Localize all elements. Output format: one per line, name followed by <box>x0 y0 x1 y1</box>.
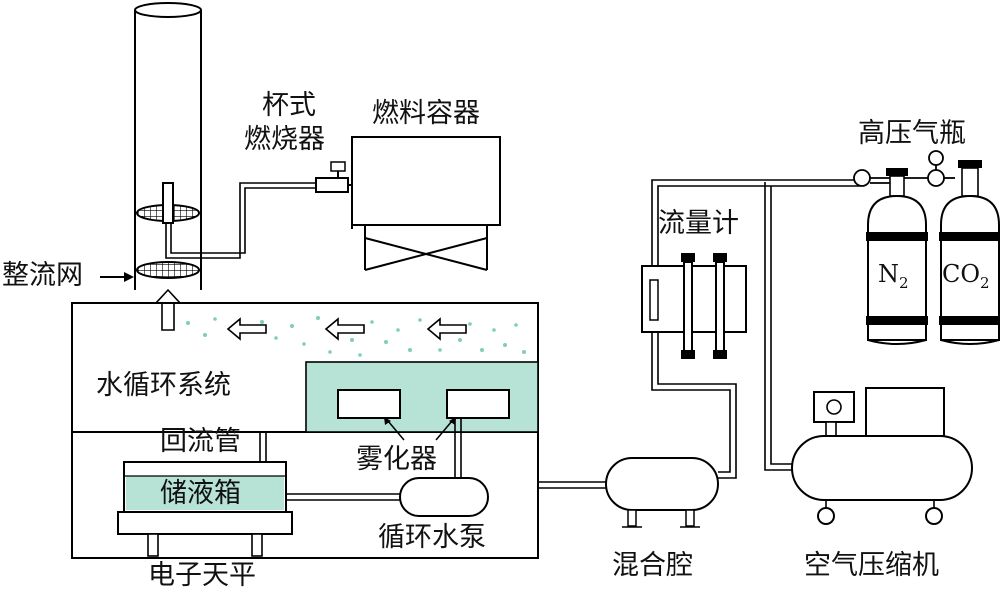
n2-label: N2 <box>878 262 909 291</box>
chimney-tube <box>134 2 202 290</box>
cup-burner-label-line2: 燃烧器 <box>244 124 325 155</box>
fuel-pipe <box>165 182 318 259</box>
fuel-container <box>351 136 501 271</box>
storage-tank <box>123 461 287 513</box>
n2-cylinder <box>866 168 928 345</box>
flow-meter <box>641 253 747 359</box>
air-compressor-label: 空气压缩机 <box>804 550 939 581</box>
air-compressor <box>791 387 973 525</box>
gas-supply-line <box>651 179 860 479</box>
circulation-pump <box>399 477 489 517</box>
mixing-chamber <box>605 457 719 528</box>
co2-subscript: 2 <box>980 273 990 292</box>
n2-base: N <box>878 260 899 288</box>
flow-meter-label: 流量计 <box>658 208 739 239</box>
co2-label: CO2 <box>942 262 990 291</box>
compressor-line <box>764 182 800 471</box>
cylinder-regulators <box>853 150 955 187</box>
electronic-balance-label: 电子天平 <box>148 560 256 591</box>
atomizer-label: 雾化器 <box>356 444 437 475</box>
fuel-container-label: 燃料容器 <box>372 98 480 129</box>
mixing-chamber-label: 混合腔 <box>612 550 693 581</box>
storage-tank-label: 储液箱 <box>160 478 241 509</box>
atomizer-supply-pipe <box>454 418 462 478</box>
water-circulation-label: 水循环系统 <box>96 370 231 401</box>
co2-cylinder <box>939 160 1000 345</box>
chimney-screen-label: 整流网 <box>2 260 83 291</box>
electronic-balance <box>117 511 293 557</box>
cup-burner-label-line1: 杯式 <box>262 90 316 121</box>
atomizer-right <box>446 389 510 419</box>
n2-subscript: 2 <box>899 273 909 292</box>
mixing-outlet-pipe <box>538 481 608 489</box>
flow-straightener-screen <box>136 261 200 279</box>
up-flow-arrow <box>154 288 182 331</box>
screen-pointer-arrow <box>100 272 134 282</box>
co2-base: CO <box>942 260 981 288</box>
atomizer-left <box>337 389 401 419</box>
mist-flow-arrows <box>226 317 467 341</box>
cup-burner <box>162 182 174 224</box>
return-pipe-label: 回流管 <box>160 426 241 457</box>
mist-droplets <box>186 316 526 357</box>
circulation-pump-label: 循环水泵 <box>378 522 486 553</box>
gas-cylinders-label: 高压气瓶 <box>858 118 966 149</box>
atomizer-pointers <box>384 417 456 441</box>
pump-suction-pipe <box>286 493 402 501</box>
